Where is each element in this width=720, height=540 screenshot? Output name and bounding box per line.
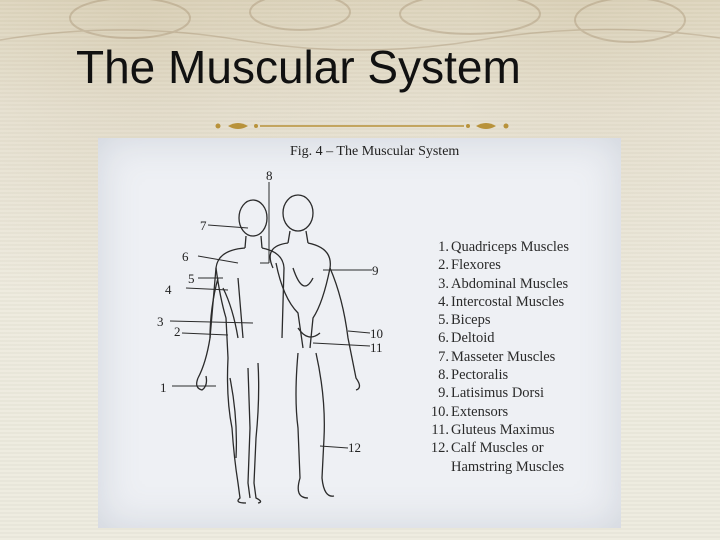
legend-item: 2.Flexores <box>438 257 501 274</box>
callout-2: 2 <box>174 324 181 339</box>
legend-item: 10.Extensors <box>430 403 509 420</box>
front-body-figure <box>196 199 285 504</box>
callout-5: 5 <box>188 271 195 286</box>
legend-item: 5.Biceps <box>438 312 491 329</box>
callout-11: 11 <box>370 340 383 355</box>
legend-item: 6.Deltoid <box>438 330 495 347</box>
legend-item-continuation: Hamstring Muscles <box>451 458 565 475</box>
page-title: The Muscular System <box>76 41 521 93</box>
legend-item: 3.Abdominal Muscles <box>438 275 569 292</box>
stamp-texture <box>0 0 720 60</box>
legend-item: 11.Gluteus Maximus <box>431 421 555 438</box>
callout-12: 12 <box>348 440 361 455</box>
callout-8: 8 <box>266 168 273 183</box>
legend-item: 9.Latisimus Dorsi <box>438 385 545 402</box>
legend-item: 4.Intercostal Muscles <box>438 293 565 310</box>
legend-item: 1.Quadriceps Muscles <box>438 239 569 255</box>
callout-1: 1 <box>160 380 167 395</box>
muscle-legend-list: 1.Quadriceps Muscles 2.Flexores 3.Abdomi… <box>427 238 569 476</box>
muscular-system-figure: Fig. 4 – The Muscular System <box>98 138 621 528</box>
callout-6: 6 <box>182 249 189 264</box>
figure-caption: Fig. 4 – The Muscular System <box>290 144 460 159</box>
callout-9: 9 <box>372 263 379 278</box>
callout-10: 10 <box>370 326 383 341</box>
legend-item: 8.Pectoralis <box>438 367 509 384</box>
callout-3: 3 <box>157 314 164 329</box>
title-ornament-divider <box>215 123 509 129</box>
legend-item: 7.Masseter Muscles <box>438 348 556 365</box>
callout-7: 7 <box>200 218 207 233</box>
anatomy-illustration <box>169 182 372 504</box>
callout-4: 4 <box>165 282 172 297</box>
legend-item: 12.Calf Muscles or <box>430 440 544 457</box>
back-body-figure <box>269 194 361 499</box>
